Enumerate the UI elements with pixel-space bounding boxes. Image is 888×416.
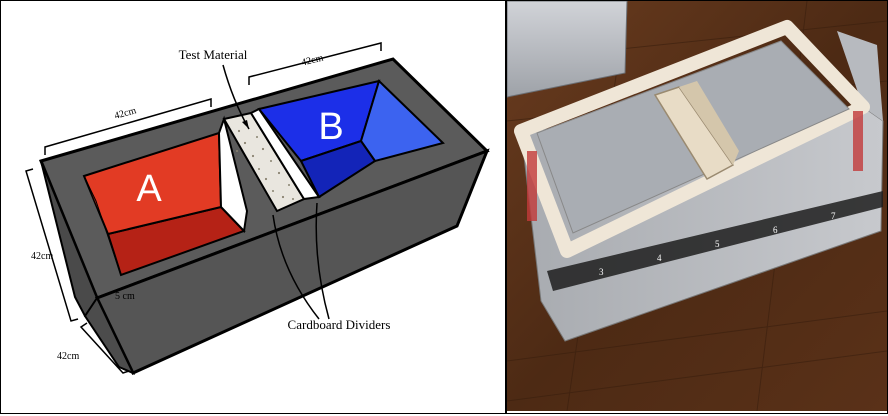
dim-line-depth: [79, 322, 130, 374]
dim-top-right: 42cm: [300, 52, 324, 68]
test-material-label: Test Material: [179, 47, 248, 62]
tape-strip: [547, 191, 883, 291]
dim-wall: 5 cm: [115, 291, 135, 302]
tape-label-3: 6: [773, 225, 778, 235]
panel-separator: [505, 0, 507, 414]
divider-arrow-right: [315, 202, 330, 320]
tape-label-0: 3: [599, 267, 604, 277]
divider-arrow-left: [272, 214, 320, 320]
box-front-left: [83, 295, 136, 375]
cardboard-dividers-label: Cardboard Dividers: [288, 317, 391, 332]
chamber-b-label: B: [318, 106, 343, 148]
cardboard-divider-a: [217, 115, 249, 234]
chamber-a-left-wall: [83, 175, 122, 276]
dim-line-top-right: [248, 42, 382, 85]
photo-svg: 3 4 5 6 7: [506, 0, 888, 412]
dim-line-top-left: [44, 98, 212, 155]
tape-label-4: 7: [831, 211, 836, 221]
dim-line-height: [25, 168, 79, 322]
red-tape-accents: [527, 111, 863, 221]
tape-label-1: 4: [657, 253, 662, 263]
tape-labels: 3 4 5 6 7: [599, 211, 836, 277]
dim-depth: 42cm: [57, 351, 79, 362]
chamber-a-label: A: [136, 168, 162, 210]
box-rim: [514, 20, 870, 258]
test-material-speckles: [236, 124, 294, 200]
box-right-side: [837, 31, 883, 121]
photo-panel: 3 4 5 6 7: [506, 0, 888, 412]
foil-panel: [506, 0, 628, 98]
tape-label-2: 5: [715, 239, 720, 249]
diagram-svg: A B Test Material Cardboard Dividers 42c…: [25, 42, 490, 375]
dim-height: 42cm: [31, 251, 53, 262]
diagram-panel: A B Test Material Cardboard Dividers 42c…: [1, 1, 505, 411]
chamber-b-floor: [299, 139, 377, 199]
dim-top-left: 42cm: [113, 105, 138, 122]
